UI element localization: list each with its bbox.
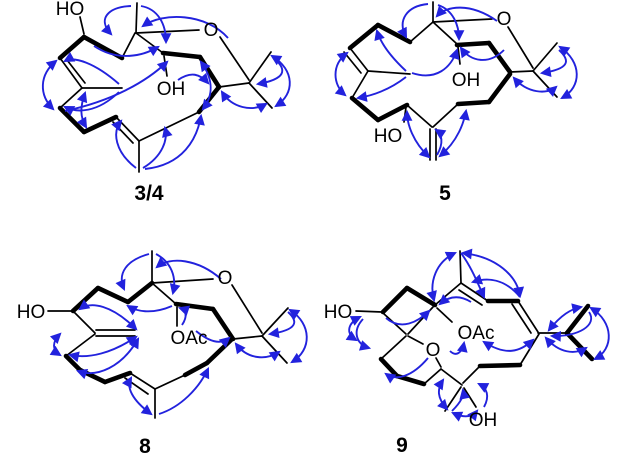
label-oh-3-4: OH [157,79,186,100]
label-ring-o-3-4: O [204,20,219,41]
compound-number-3-4: 3/4 [134,182,164,205]
label-ring-o-8: O [218,268,233,289]
hmbc-arrows-9 [345,248,610,422]
label-ho-8: HO [17,302,46,323]
compound-5: O OH HO 5 [334,1,578,205]
hmbc-arrows-3-4 [41,5,291,170]
label-oh-5: OH [452,70,481,91]
compound-number-8: 8 [139,435,151,458]
label-oac-9: OAc [458,323,495,344]
label-oac-8: OAc [171,328,208,349]
hmbc-arrows-8 [49,253,308,416]
skeleton-8 [47,250,289,419]
label-ring-o-5: O [497,9,512,30]
compound-3-4: HO O OH 3/4 [41,0,291,205]
compound-9: HO OAc O OH 9 [324,248,610,457]
hmbc-arrows-5 [334,3,578,159]
label-oh-9: OH [469,410,498,431]
compound-number-9: 9 [396,434,408,457]
label-ring-o-9: O [426,340,441,361]
label-ho-9: HO [324,302,353,323]
label-ho-5: HO [374,126,403,147]
compound-8: HO O OAc 8 [17,250,308,458]
compound-number-5: 5 [439,182,451,205]
label-ho-3-4: HO [56,0,85,20]
